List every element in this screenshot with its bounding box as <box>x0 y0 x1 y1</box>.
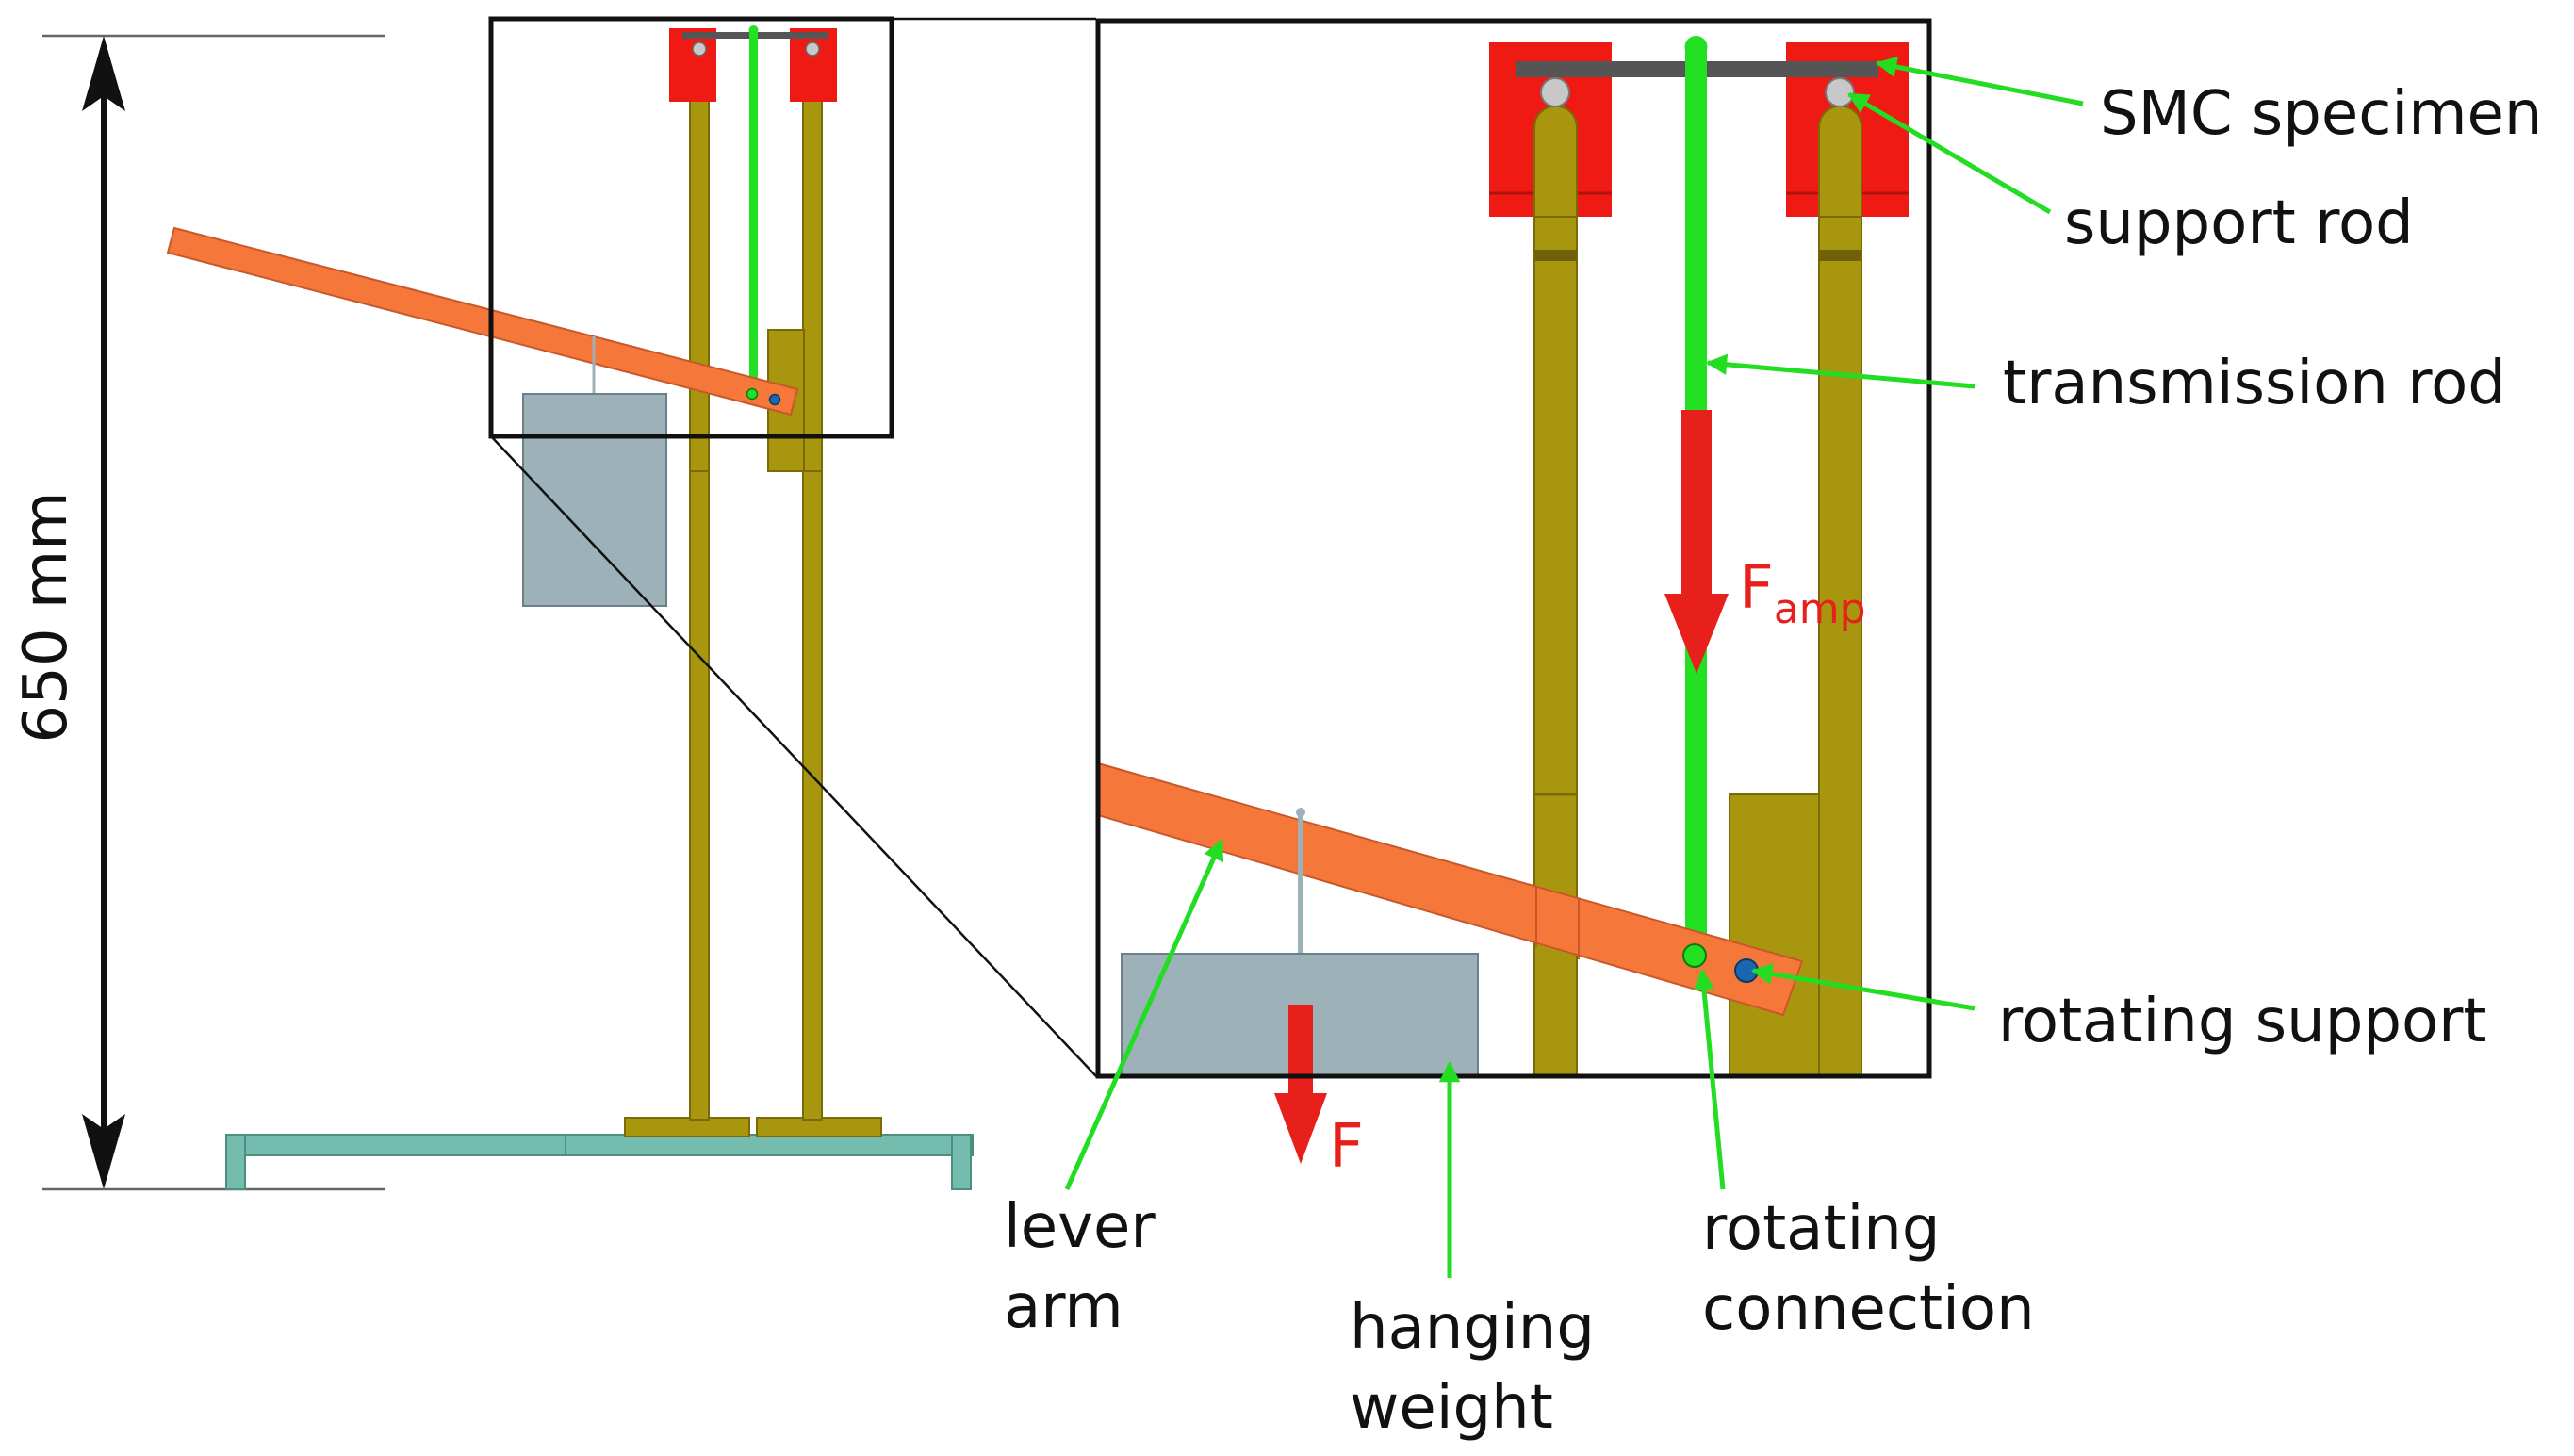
label-hanging-weight-line2: weight <box>1350 1373 1553 1443</box>
label-rotating-support: rotating support <box>1998 987 2487 1056</box>
pointer-rotating-connection <box>1693 968 1726 1190</box>
overview-lever-arm <box>166 226 799 417</box>
rotating-connection-pin <box>1682 943 1707 968</box>
height-dimension: 650 mm <box>11 34 385 1191</box>
zoom-connector-bottom <box>490 435 1097 1077</box>
left-rod-foot <box>624 1117 750 1137</box>
force-amp-arrow <box>1664 410 1729 674</box>
dimension-arrow-up <box>82 36 125 111</box>
zoom-region-box <box>488 16 894 439</box>
label-lever-arm-line2: arm <box>1004 1272 1123 1342</box>
detail-frame <box>1095 18 1932 1079</box>
overview-transmission-rod <box>749 28 758 391</box>
detail-view <box>1097 21 1929 1164</box>
label-rotating-connection-line2: connection <box>1702 1274 2035 1344</box>
overview-hanging-weight <box>522 393 667 607</box>
force-f-arrow <box>1274 1005 1327 1164</box>
label-smc-specimen: SMC specimen <box>2100 79 2542 149</box>
detail-pin-left <box>1540 77 1570 107</box>
detail-transmission-rod-top <box>1684 36 1708 58</box>
dimension-label: 650 mm <box>11 491 81 743</box>
overview-support-rod-right <box>802 41 823 1121</box>
base-frame <box>225 1134 974 1190</box>
label-rotating-connection-line1: rotating <box>1702 1194 1940 1264</box>
overview-clamp-right <box>790 28 837 102</box>
label-transmission-rod: transmission rod <box>2003 349 2506 418</box>
detail-support-block <box>1729 793 1820 1077</box>
pointers <box>1064 56 2084 1278</box>
pointer-rotating-support <box>1750 963 1976 1011</box>
label-hanging-weight-line1: hanging <box>1350 1293 1595 1363</box>
pointer-transmission-rod <box>1705 353 1976 389</box>
pointer-support-rod <box>1847 91 2052 215</box>
detail-pin-right <box>1825 77 1855 107</box>
overview-support-rod-left <box>689 41 710 1121</box>
pointer-lever-arm <box>1064 838 1224 1191</box>
overview-clamp-left <box>669 28 716 102</box>
force-f-label: F <box>1329 1112 1364 1182</box>
dimension-arrow-down <box>82 1114 125 1189</box>
label-support-rod: support rod <box>2064 188 2414 258</box>
overview-rig <box>166 25 974 1190</box>
label-lever-arm-line1: lever <box>1004 1192 1156 1262</box>
pointer-smc-specimen <box>1875 56 2084 106</box>
force-amp-label: Famp <box>1739 553 1866 633</box>
